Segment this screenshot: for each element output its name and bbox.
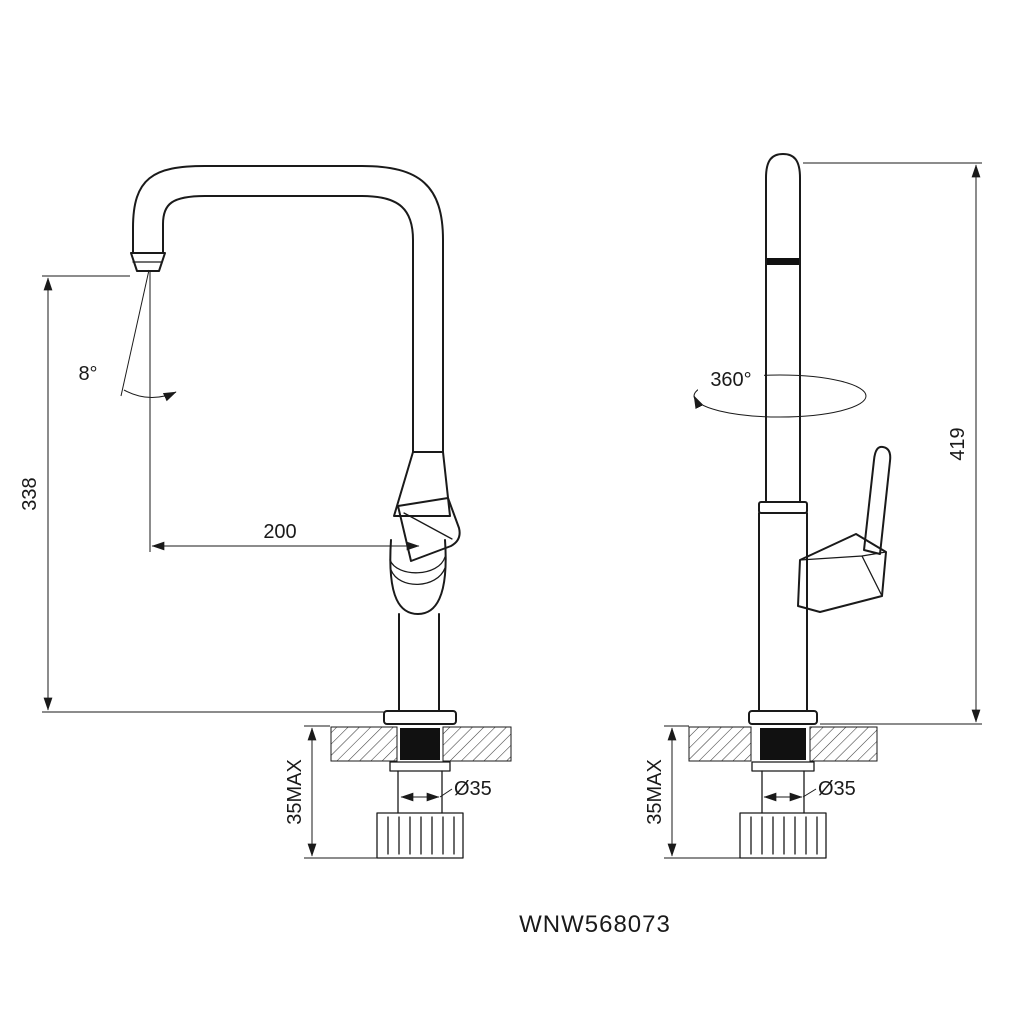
shank-cross-section [400, 728, 440, 760]
swivel-arrow [693, 395, 704, 410]
side-mounting-nut [739, 812, 827, 859]
front-max-thickness-value: 35MAX [284, 759, 306, 825]
side-flange-ring [758, 501, 808, 514]
spout-height-value: 338 [19, 477, 41, 510]
dim-spout-reach: 200 [149, 270, 420, 552]
dim-hole-front: Ø35 [400, 778, 492, 802]
countertop-hatch-left [330, 726, 398, 762]
side-shank-cross-section [760, 728, 806, 760]
neck-cone [393, 451, 451, 517]
handle-lever-front [397, 497, 461, 562]
body-dome [389, 539, 447, 615]
side-handle-base [797, 533, 887, 613]
side-countertop-hatch-right [809, 726, 878, 762]
nut-ribs [387, 816, 455, 855]
washer [389, 761, 451, 772]
dim-max-side: 35MAX [644, 725, 740, 859]
mounting-nut [376, 812, 464, 859]
countertop-hatch-right [442, 726, 512, 762]
side-hole-diameter-value: Ø35 [818, 778, 856, 800]
spout-outer-line [132, 165, 444, 453]
side-base-flange [748, 710, 818, 725]
side-countertop-hatch-left [688, 726, 752, 762]
front-hole-diameter-value: Ø35 [454, 778, 492, 800]
tilt-angle-value: 8° [78, 363, 97, 385]
side-max-thickness-value: 35MAX [644, 759, 666, 825]
dim-overall-height: 419 [803, 162, 982, 725]
dim-tilt-angle: 8° [78, 269, 177, 402]
dim-swivel: 360° [698, 366, 764, 392]
side-neck [765, 153, 801, 503]
side-aerator-band [767, 258, 799, 265]
side-nut-ribs [750, 816, 818, 855]
overall-height-value: 419 [947, 427, 969, 460]
dim-max-front: 35MAX [284, 725, 377, 859]
dim-spout-height: 338 [19, 275, 384, 713]
dome-ring-1 [389, 556, 446, 574]
swivel-label-bg [698, 366, 764, 392]
spout-aerator [130, 252, 166, 272]
side-view [688, 153, 892, 859]
spout-inner-line [162, 195, 414, 453]
swivel-value: 360° [710, 369, 751, 391]
model-number-label: WNW568073 [519, 911, 671, 938]
handle-detail-line [403, 512, 453, 540]
side-handle-facets [799, 551, 887, 597]
side-lever-arm [863, 445, 892, 555]
spout-reach-value: 200 [263, 521, 296, 543]
front-view [130, 165, 512, 859]
base-flange [383, 710, 457, 725]
dim-hole-side: Ø35 [763, 778, 856, 802]
side-washer [751, 761, 815, 772]
dome-ring-2 [390, 567, 446, 586]
